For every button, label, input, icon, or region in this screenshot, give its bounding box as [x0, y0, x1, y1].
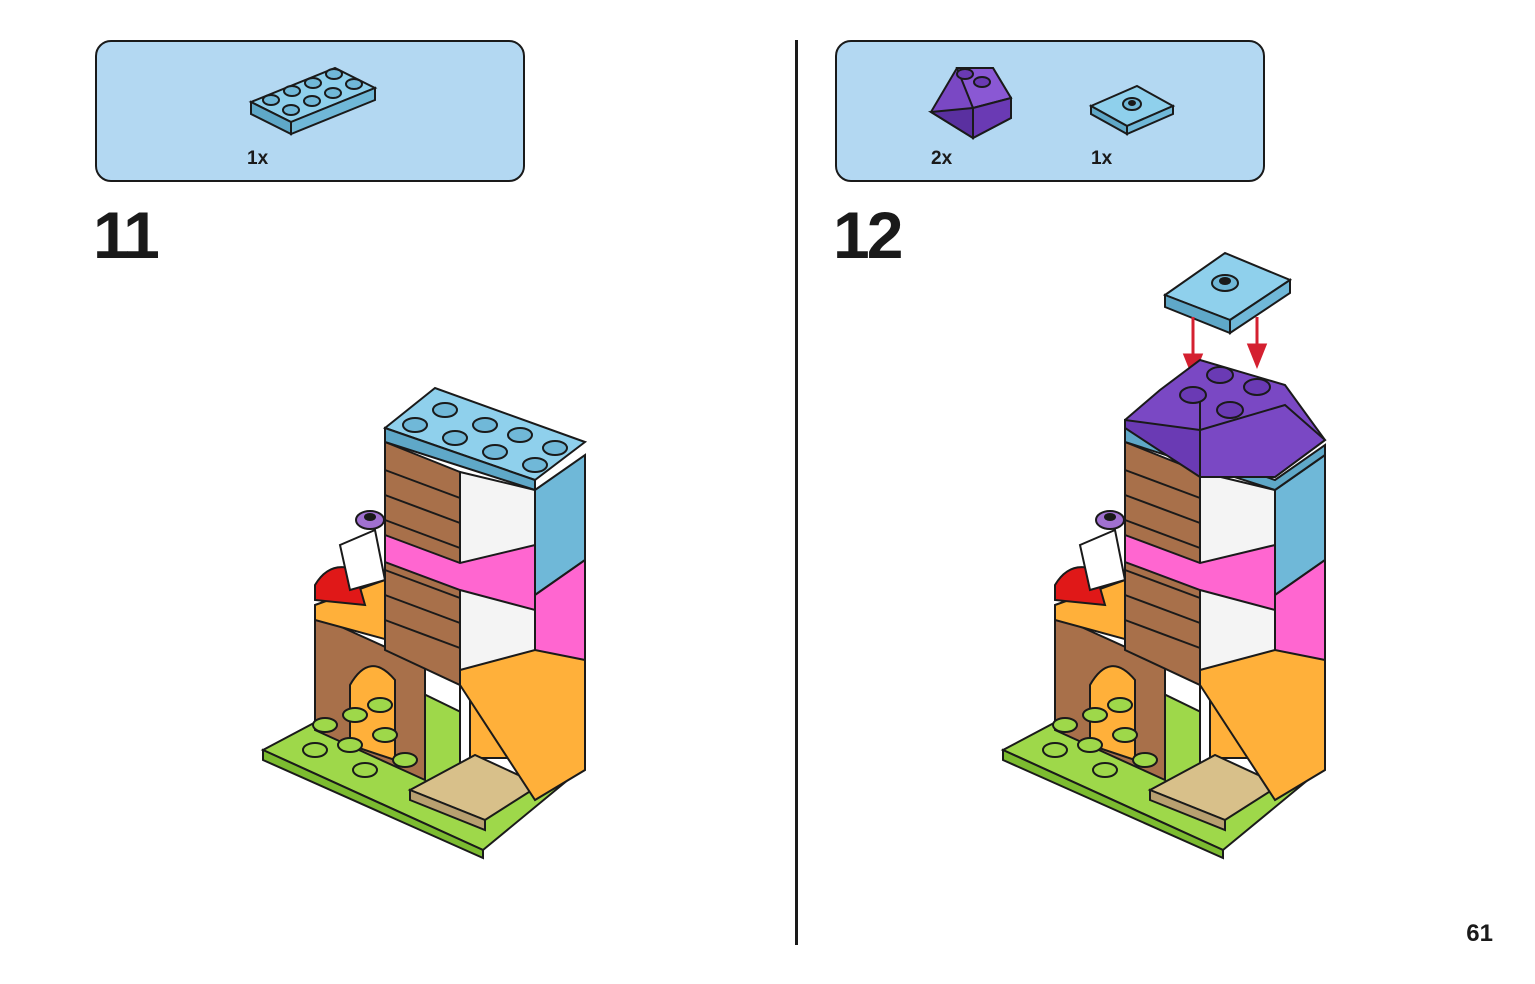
purple-slope-brick-icon [927, 67, 1013, 140]
light-blue-jumper-plate-icon [1088, 84, 1176, 136]
step-number: 11 [93, 198, 160, 272]
step-11-model-illustration [260, 386, 588, 860]
parts-list-step-11: 1x [95, 40, 525, 182]
part-quantity: 1x [247, 148, 269, 169]
page-number: 61 [1466, 920, 1493, 947]
page-divider [795, 40, 798, 945]
jumper-plate-piece [1162, 251, 1293, 335]
parts-list-step-12: 2x 1x [835, 40, 1265, 182]
step-12-model-illustration [1000, 251, 1327, 860]
part-quantity: 2x [931, 148, 953, 169]
light-blue-plate-2x4-icon [248, 66, 378, 136]
part-quantity: 1x [1091, 148, 1113, 169]
step-number: 12 [833, 198, 903, 272]
